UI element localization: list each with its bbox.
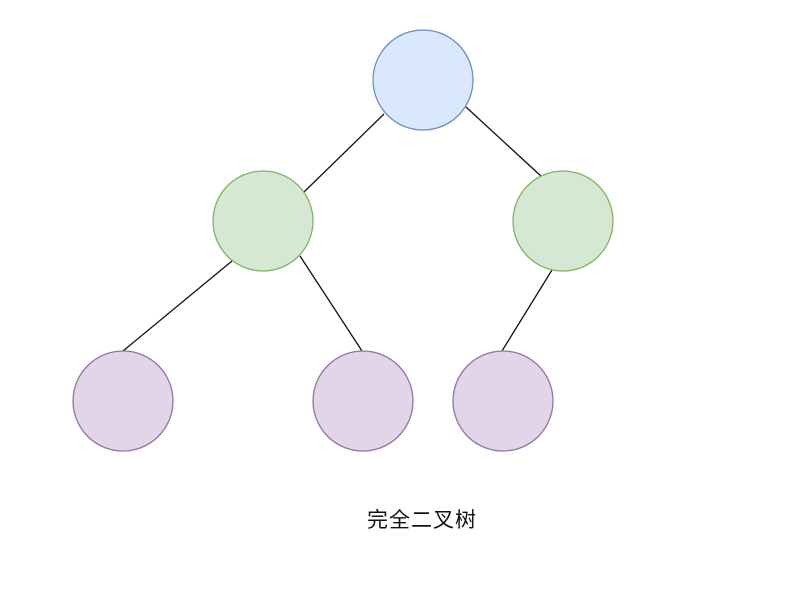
edge-left-leftleft (122, 260, 233, 352)
edge-right-rightleft (501, 269, 553, 352)
root-node (372, 29, 474, 131)
left-child-node (212, 170, 314, 272)
right-child-node (512, 170, 614, 272)
left-left-leaf-node (72, 350, 174, 452)
edge-root-left (303, 113, 385, 193)
edge-root-right (465, 106, 543, 178)
edge-left-leftright (299, 255, 363, 352)
diagram-caption: 完全二叉树 (367, 508, 477, 532)
right-left-leaf-node (452, 350, 554, 452)
left-right-leaf-node (312, 350, 414, 452)
